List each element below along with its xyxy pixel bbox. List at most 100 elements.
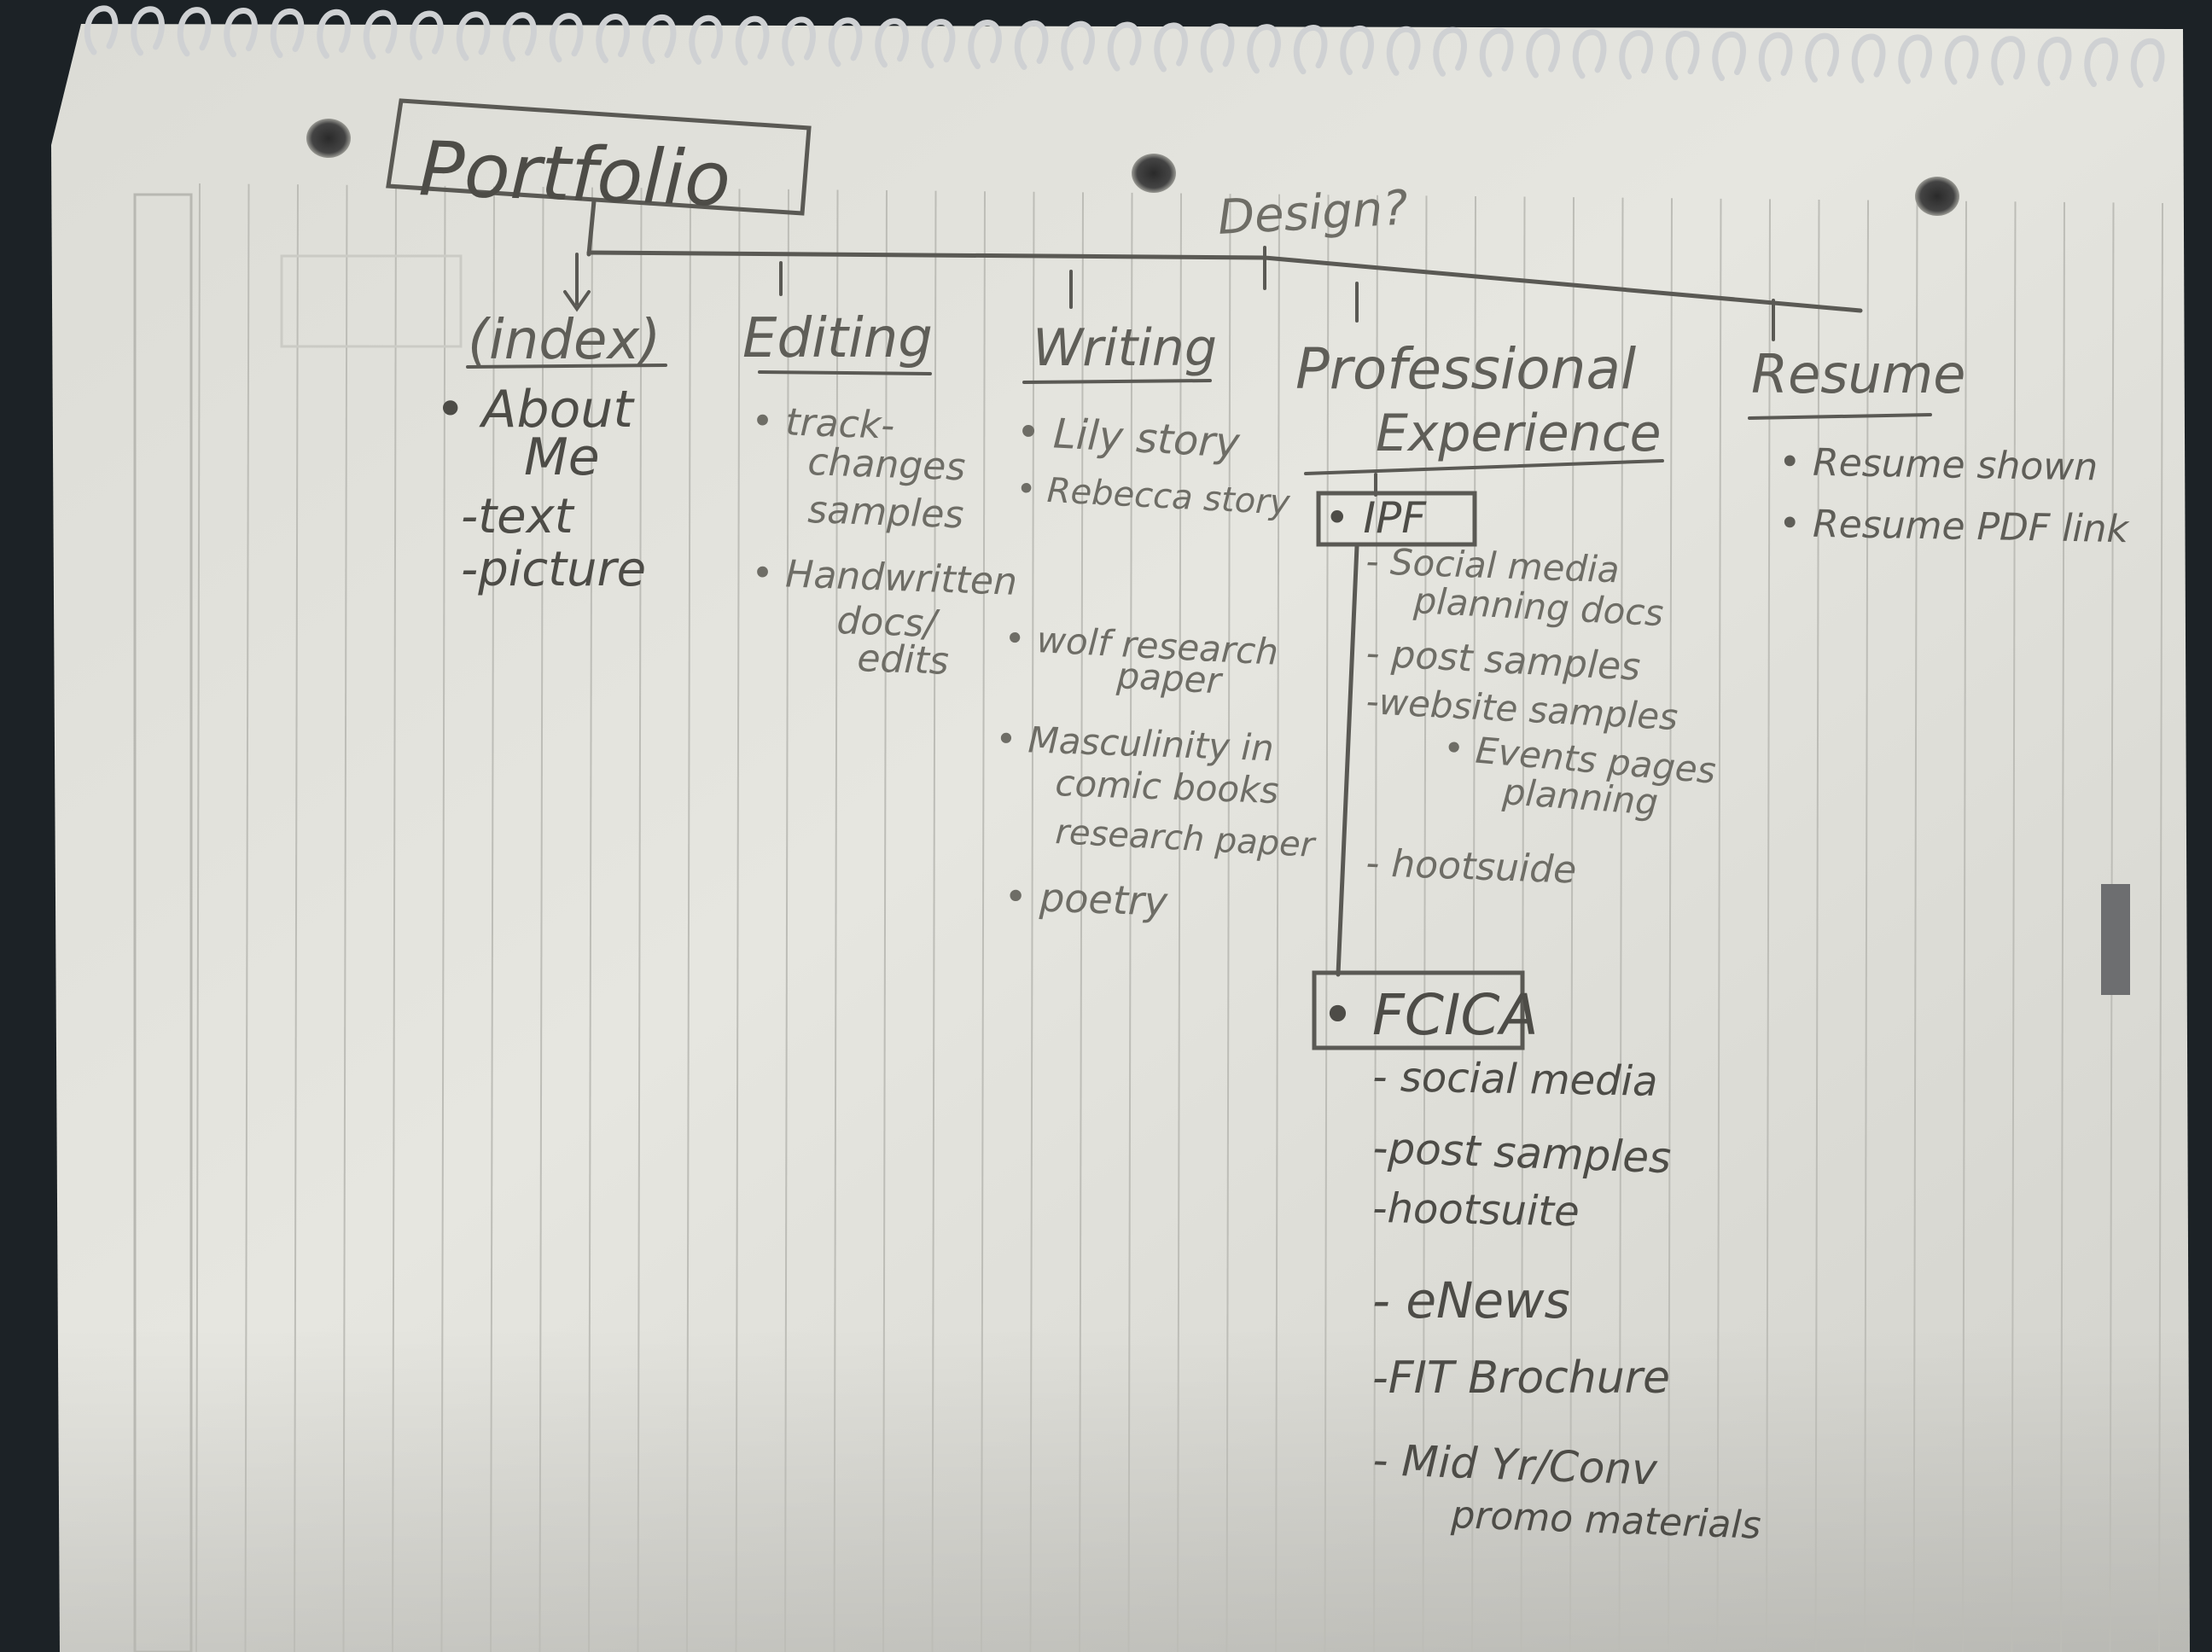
- ruled-line: [981, 191, 986, 1652]
- spiral-coil: [1758, 32, 1793, 82]
- ruled-line: [294, 184, 299, 1652]
- list-item: • Lily story: [1015, 408, 1241, 468]
- ruled-line: [1814, 199, 1820, 1652]
- spiral-coil: [1991, 36, 2025, 86]
- ruled-line: [440, 185, 446, 1652]
- spiral-coil: [503, 12, 537, 62]
- list-item: samples: [807, 488, 965, 537]
- ruled-line: [588, 187, 593, 1652]
- branch-professional: Professional Experience: [1295, 336, 1664, 497]
- spiral-coil: [1433, 26, 1467, 77]
- spiral-coil: [1340, 26, 1374, 76]
- ruled-line: [735, 189, 741, 1652]
- heading-writing: Writing: [1033, 318, 1217, 378]
- spiral-binding: [84, 5, 2165, 88]
- list-item: -post samples: [1372, 1123, 1673, 1183]
- subgroup-ipf: • IPF: [1316, 491, 1477, 547]
- list-item: • track-: [751, 399, 895, 448]
- spiral-coil: [1712, 32, 1746, 82]
- ruled-line: [2060, 201, 2065, 1652]
- list-item: - eNews: [1372, 1271, 1570, 1329]
- root-label: Portfolio: [417, 125, 732, 224]
- heading-editing: Editing: [742, 307, 933, 370]
- ruled-line: [686, 188, 691, 1652]
- spiral-coil: [2084, 37, 2118, 87]
- spiral-coil: [1200, 23, 1235, 73]
- ruled-line: [882, 190, 888, 1652]
- spiral-coil: [1572, 29, 1607, 79]
- spiral-coil: [1386, 26, 1421, 76]
- list-item: - Social media: [1365, 540, 1621, 590]
- spiral-coil: [1665, 31, 1700, 81]
- spiral-coil: [1944, 35, 1979, 85]
- margin-box: [133, 193, 193, 1652]
- notebook-tag: [2101, 884, 2130, 995]
- spiral-coil: [689, 15, 723, 65]
- list-item: edits: [857, 637, 950, 683]
- ruled-line: [637, 188, 643, 1652]
- spiral-coil: [1851, 33, 1886, 84]
- ruled-lines: [195, 183, 2163, 1652]
- ruled-line: [1177, 193, 1182, 1652]
- ruled-line: [1471, 195, 1476, 1652]
- list-item: -FIT Brochure: [1372, 1352, 1670, 1404]
- ipf-fcica-connector: [1336, 544, 1359, 977]
- list-item: comic books: [1055, 762, 1280, 811]
- spiral-coil: [410, 10, 444, 61]
- list-item: - Mid Yr/Conv: [1372, 1435, 1660, 1495]
- spiral-coil: [1247, 24, 1281, 74]
- punch-hole: [1132, 154, 1176, 193]
- spiral-coil: [1479, 27, 1514, 78]
- spiral-coil: [968, 20, 1002, 70]
- spiral-coil: [456, 11, 491, 61]
- spiral-coil: [1805, 32, 1839, 83]
- ruled-line: [1422, 195, 1428, 1652]
- ruled-line: [833, 189, 839, 1652]
- ruled-line: [1668, 198, 1673, 1652]
- root-box: [386, 98, 812, 216]
- spiral-coil: [270, 8, 305, 58]
- design-annotation: Design?: [1216, 180, 1409, 246]
- ruled-line: [1569, 197, 1575, 1652]
- ruled-line: [2158, 202, 2163, 1652]
- ruled-line: [1324, 195, 1330, 1652]
- subgroup-label-ipf: • IPF: [1324, 493, 1427, 543]
- spiral-coil: [317, 9, 351, 59]
- list-item: • About: [435, 380, 635, 439]
- heading-professional-2: Experience: [1376, 404, 1662, 463]
- list-item: • poetry: [1004, 873, 1169, 925]
- ruled-line: [1912, 201, 1918, 1652]
- tree-connectors: [280, 199, 1863, 348]
- subgroup-label-fcica: • FCICA: [1321, 982, 1539, 1048]
- list-item: • Resume PDF link: [1778, 502, 2130, 551]
- spiral-coil: [1154, 22, 1188, 73]
- spiral-coil: [363, 9, 398, 60]
- spiral-coil: [84, 5, 119, 55]
- list-item: - social media: [1372, 1053, 1658, 1106]
- branch-index: (index): [466, 309, 667, 372]
- list-item: • Masculinity in: [995, 718, 1275, 769]
- list-item: changes: [807, 440, 967, 489]
- ruled-line: [538, 187, 544, 1652]
- heading-professional-1: Professional: [1295, 336, 1637, 402]
- ruled-line: [1029, 191, 1035, 1652]
- spiral-coil: [828, 17, 863, 67]
- ruled-line: [1766, 199, 1771, 1652]
- list-item: paper: [1115, 654, 1224, 702]
- spiral-coil: [642, 14, 677, 64]
- ruled-line: [342, 184, 348, 1652]
- spiral-coil: [782, 16, 816, 67]
- spiral-coil: [1619, 30, 1653, 80]
- punch-hole: [306, 119, 351, 158]
- spiral-coil: [1526, 28, 1560, 79]
- spiral-coil: [875, 18, 909, 68]
- spiral-coil: [1014, 20, 1049, 70]
- list-item: -text: [461, 489, 575, 544]
- ruled-line: [2011, 201, 2017, 1652]
- branch-writing: Writing: [1022, 318, 1217, 384]
- spiral-coil: [921, 19, 956, 69]
- spiral-coil: [1107, 21, 1142, 72]
- list-item: Me: [524, 428, 600, 487]
- spiral-coil: [2037, 37, 2072, 87]
